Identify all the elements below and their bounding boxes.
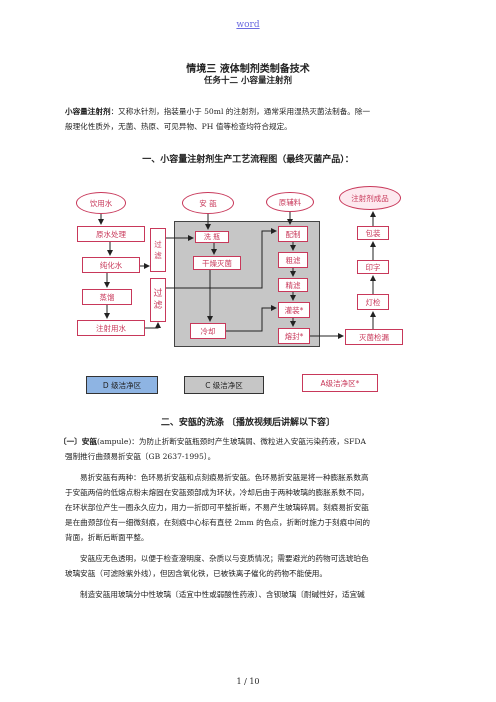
intro-label: 小容量注射剂	[65, 107, 111, 116]
oval-product: 注射剂成品	[339, 186, 401, 210]
box-raw-water: 原水处理	[77, 226, 145, 242]
box-seal: 熔封*	[278, 328, 310, 344]
intro-line-2: 般理化性质外，无菌、热原、可见异物、PH 值等检查均符合规定。	[65, 122, 292, 131]
box-coarse-filter: 粗滤	[278, 252, 308, 268]
box-wash-ampoule: 洗 瓶	[195, 231, 229, 243]
p2-line-1: 易折安瓿有两种：色环易折安瓿和点刻痕易折安瓿。色环易折安瓿是将一种膨胀系数高	[80, 473, 369, 482]
task-title: 任务十二 小容量注射剂	[204, 76, 292, 86]
p3-line-1: 安瓿应无色透明，以便于检查澄明度、杂质以与变质情况；需要避光的药物可选琥珀色	[80, 554, 369, 563]
section-2-title: 二、安瓿的洗涤 〔播放视频后讲解以下容〕	[160, 418, 336, 428]
p2-line-5: 背面，折断后断面平整。	[65, 533, 149, 542]
p4-line-1: 制造安瓿用玻璃分中性玻璃〔适宜中性或弱酸性药液〕、含钡玻璃〔耐碱性好，适宜碱	[80, 590, 365, 599]
p1-line-1: (ampule)：为防止折断安瓿瓶颈时产生玻璃屑、微粒进入安瓿污染药液，SFDA	[96, 437, 366, 446]
zone-a: A级洁净区*	[302, 374, 378, 392]
box-fill: 灌装*	[278, 302, 310, 318]
box-prepare: 配制	[278, 226, 308, 242]
p2-line-2: 于安瓿两倍的低熔点粉末熔固在安瓿颈部成为环状，冷却后由于两种玻璃的膨胀系数不同，	[65, 488, 369, 497]
zone-c: C 级洁净区	[184, 376, 264, 394]
box-filter-2: 过 滤	[150, 278, 166, 322]
box-print: 印字	[357, 260, 389, 274]
zone-d: D 级洁净区	[86, 376, 158, 394]
p2-line-3: 在环状部位产生一圈永久应力，用力一折即可平整折断，不易产生玻璃碎屑。刻痕易折安瓿	[65, 503, 369, 512]
ampoule-label: 〔一〕安瓿	[59, 437, 97, 446]
intro-line-1: ：又称水针剂，指装量小于 50ml 的注射剂，通常采用湿热灭菌法制备。除一	[110, 107, 371, 116]
box-dry-sterilize: 干燥灭菌	[193, 256, 241, 270]
box-filter-1: 过 滤	[150, 228, 166, 272]
box-package: 包装	[357, 226, 389, 240]
box-sterilize-leak: 灭菌检漏	[345, 329, 403, 345]
oval-drinking-water: 饮用水	[76, 192, 126, 214]
oval-ampoule: 安 瓿	[182, 192, 234, 214]
section-1-title: 一、小容量注射剂生产工艺流程图（最终灭菌产品）：	[142, 155, 354, 165]
p3-line-2: 玻璃安瓿（可滤除紫外线），但因含氧化铁，已被铁离子催化的药物不能使用。	[65, 569, 327, 578]
box-distill: 蒸馏	[82, 289, 132, 305]
oval-materials: 原辅料	[266, 192, 314, 212]
chapter-title: 情境三 液体制剂类制备技术	[186, 64, 310, 75]
box-fine-filter: 精滤	[278, 278, 308, 292]
intro-paragraph: 小容量注射剂：又称水针剂，指装量小于 50ml 的注射剂，通常采用湿热灭菌法制备…	[65, 104, 431, 134]
header-link[interactable]: word	[236, 20, 260, 30]
page-number: 1 / 10	[236, 677, 260, 686]
box-cool: 冷却	[190, 323, 226, 339]
box-lamp-inspect: 灯检	[357, 294, 389, 310]
box-wfi: 注射用水	[77, 320, 145, 336]
body-text: 〔一〕安瓿(ampule)：为防止折断安瓿瓶颈时产生玻璃屑、微粒进入安瓿污染药液…	[59, 434, 431, 602]
p1-line-2: 强制推行曲颈易折安瓿〔GB 2637-1995〕。	[65, 452, 216, 461]
p2-line-4: 是在曲颈部位有一细微刻痕，在刻痕中心标有直径 2mm 的色点，折断时施力于刻痕中…	[65, 518, 371, 527]
box-purified-water: 纯化水	[82, 257, 140, 273]
